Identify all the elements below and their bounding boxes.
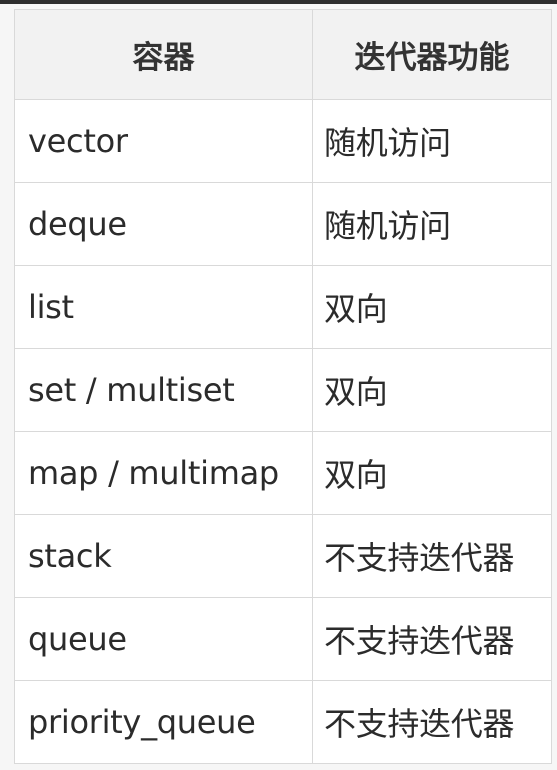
container-name-cell: stack: [14, 514, 313, 598]
iterator-function-cell: 随机访问: [312, 99, 552, 183]
container-name-cell: priority_queue: [14, 680, 313, 764]
table-row: set / multiset 双向: [14, 348, 552, 432]
table-row: list 双向: [14, 265, 552, 349]
table-row: stack 不支持迭代器: [14, 514, 552, 598]
container-name-cell: list: [14, 265, 313, 349]
table-header-row: 容器 迭代器功能: [14, 9, 552, 100]
iterator-function-cell: 不支持迭代器: [312, 680, 552, 764]
container-name-cell: deque: [14, 182, 313, 266]
iterator-function-cell: 随机访问: [312, 182, 552, 266]
iterator-function-cell: 双向: [312, 265, 552, 349]
container-name-cell: set / multiset: [14, 348, 313, 432]
iterator-function-cell: 不支持迭代器: [312, 514, 552, 598]
container-name-cell: vector: [14, 99, 313, 183]
iterator-function-cell: 双向: [312, 348, 552, 432]
table-row: queue 不支持迭代器: [14, 597, 552, 681]
page-canvas: 容器 迭代器功能 vector 随机访问 deque 随机访问 list 双向 …: [0, 4, 557, 770]
iterator-support-table: 容器 迭代器功能 vector 随机访问 deque 随机访问 list 双向 …: [14, 9, 552, 764]
header-iterator-function: 迭代器功能: [312, 9, 552, 100]
iterator-function-cell: 不支持迭代器: [312, 597, 552, 681]
header-container: 容器: [14, 9, 313, 100]
table-row: deque 随机访问: [14, 182, 552, 266]
iterator-function-cell: 双向: [312, 431, 552, 515]
container-name-cell: queue: [14, 597, 313, 681]
table-row: vector 随机访问: [14, 99, 552, 183]
table-row: priority_queue 不支持迭代器: [14, 680, 552, 764]
container-name-cell: map / multimap: [14, 431, 313, 515]
table-row: map / multimap 双向: [14, 431, 552, 515]
